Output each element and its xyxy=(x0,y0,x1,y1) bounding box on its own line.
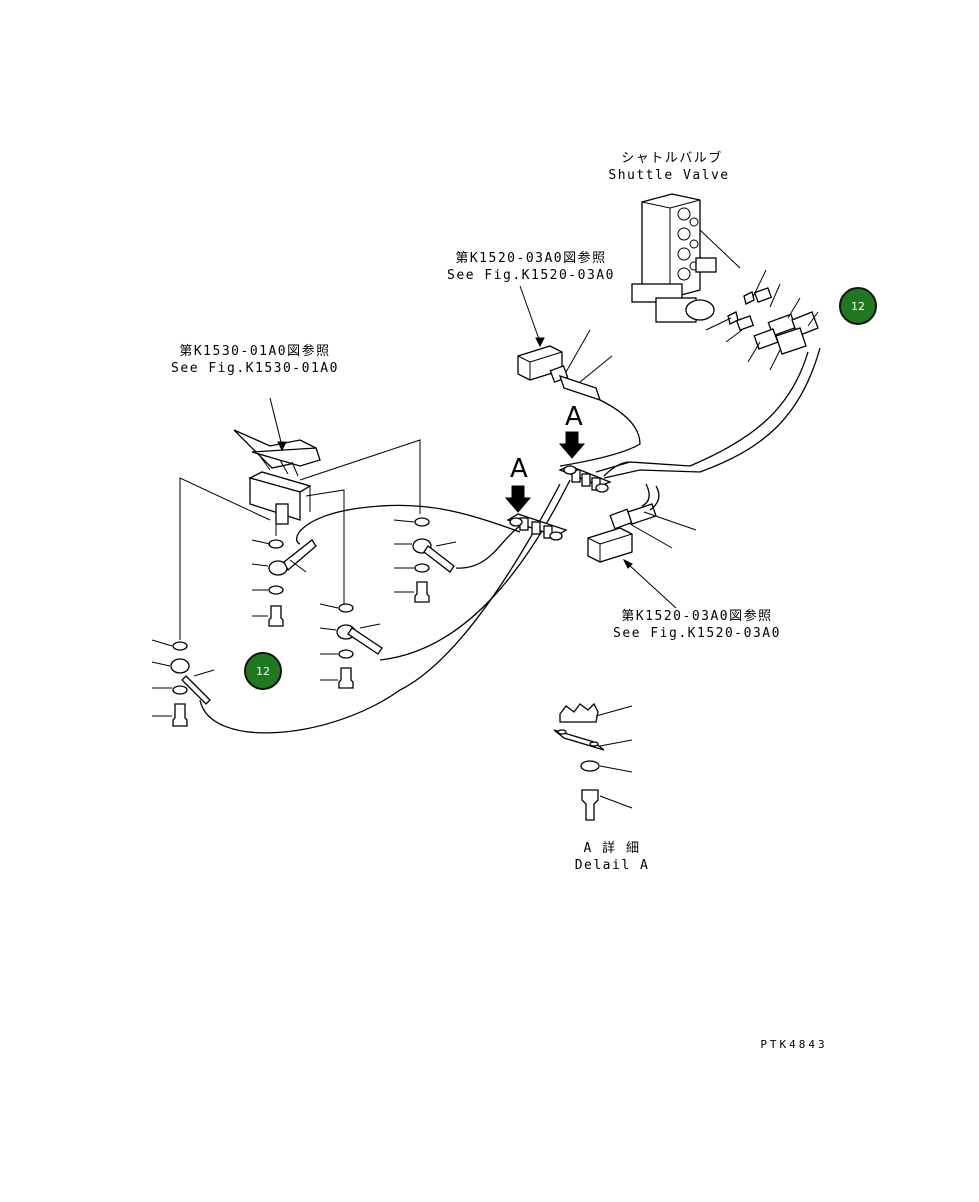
ref-left-label-jp: 第K1530-01A0図参照 xyxy=(179,344,331,359)
part-ref-badge-left[interactable]: 12 xyxy=(244,652,282,690)
reference-leaders xyxy=(277,285,677,609)
arrow-a-right xyxy=(558,431,586,459)
detail-a-label-en: Delail A xyxy=(574,858,650,873)
ref-right-label-en: See Fig.K1520-03A0 xyxy=(613,626,781,641)
clamp-a-left xyxy=(506,513,568,541)
right-connector xyxy=(587,503,697,563)
port-stack-1 xyxy=(151,639,215,727)
port-stack-4 xyxy=(393,517,457,603)
ref-top-label-en: See Fig.K1520-03A0 xyxy=(447,268,615,283)
hoses xyxy=(199,347,821,734)
ref-left-label-en: See Fig.K1530-01A0 xyxy=(171,361,339,376)
pedal-leaders xyxy=(179,397,421,640)
detail-a-label-jp: A 詳 細 xyxy=(583,841,641,856)
arrow-a-left-letter: A xyxy=(510,454,528,484)
figure-code: PTK4843 xyxy=(760,1038,828,1051)
valve-fittings xyxy=(705,269,819,371)
port-stack-3 xyxy=(319,603,383,689)
ref-top-label-jp: 第K1520-03A0図参照 xyxy=(455,251,607,266)
detail-a-parts xyxy=(553,702,633,821)
top-connector xyxy=(517,329,613,402)
shuttle-valve-label-jp: シャトルバルブ xyxy=(621,151,723,166)
arrow-a-left xyxy=(504,485,532,513)
shuttle-valve xyxy=(631,193,741,323)
shuttle-valve-label-en: Shuttle Valve xyxy=(608,168,730,183)
ref-right-label-jp: 第K1520-03A0図参照 xyxy=(621,609,773,624)
arrow-a-right-letter: A xyxy=(565,402,583,432)
port-stack-2 xyxy=(251,539,317,627)
part-ref-badge-right[interactable]: 12 xyxy=(839,287,877,325)
clamp-a-right xyxy=(558,465,612,493)
pedal-valve xyxy=(233,429,321,525)
